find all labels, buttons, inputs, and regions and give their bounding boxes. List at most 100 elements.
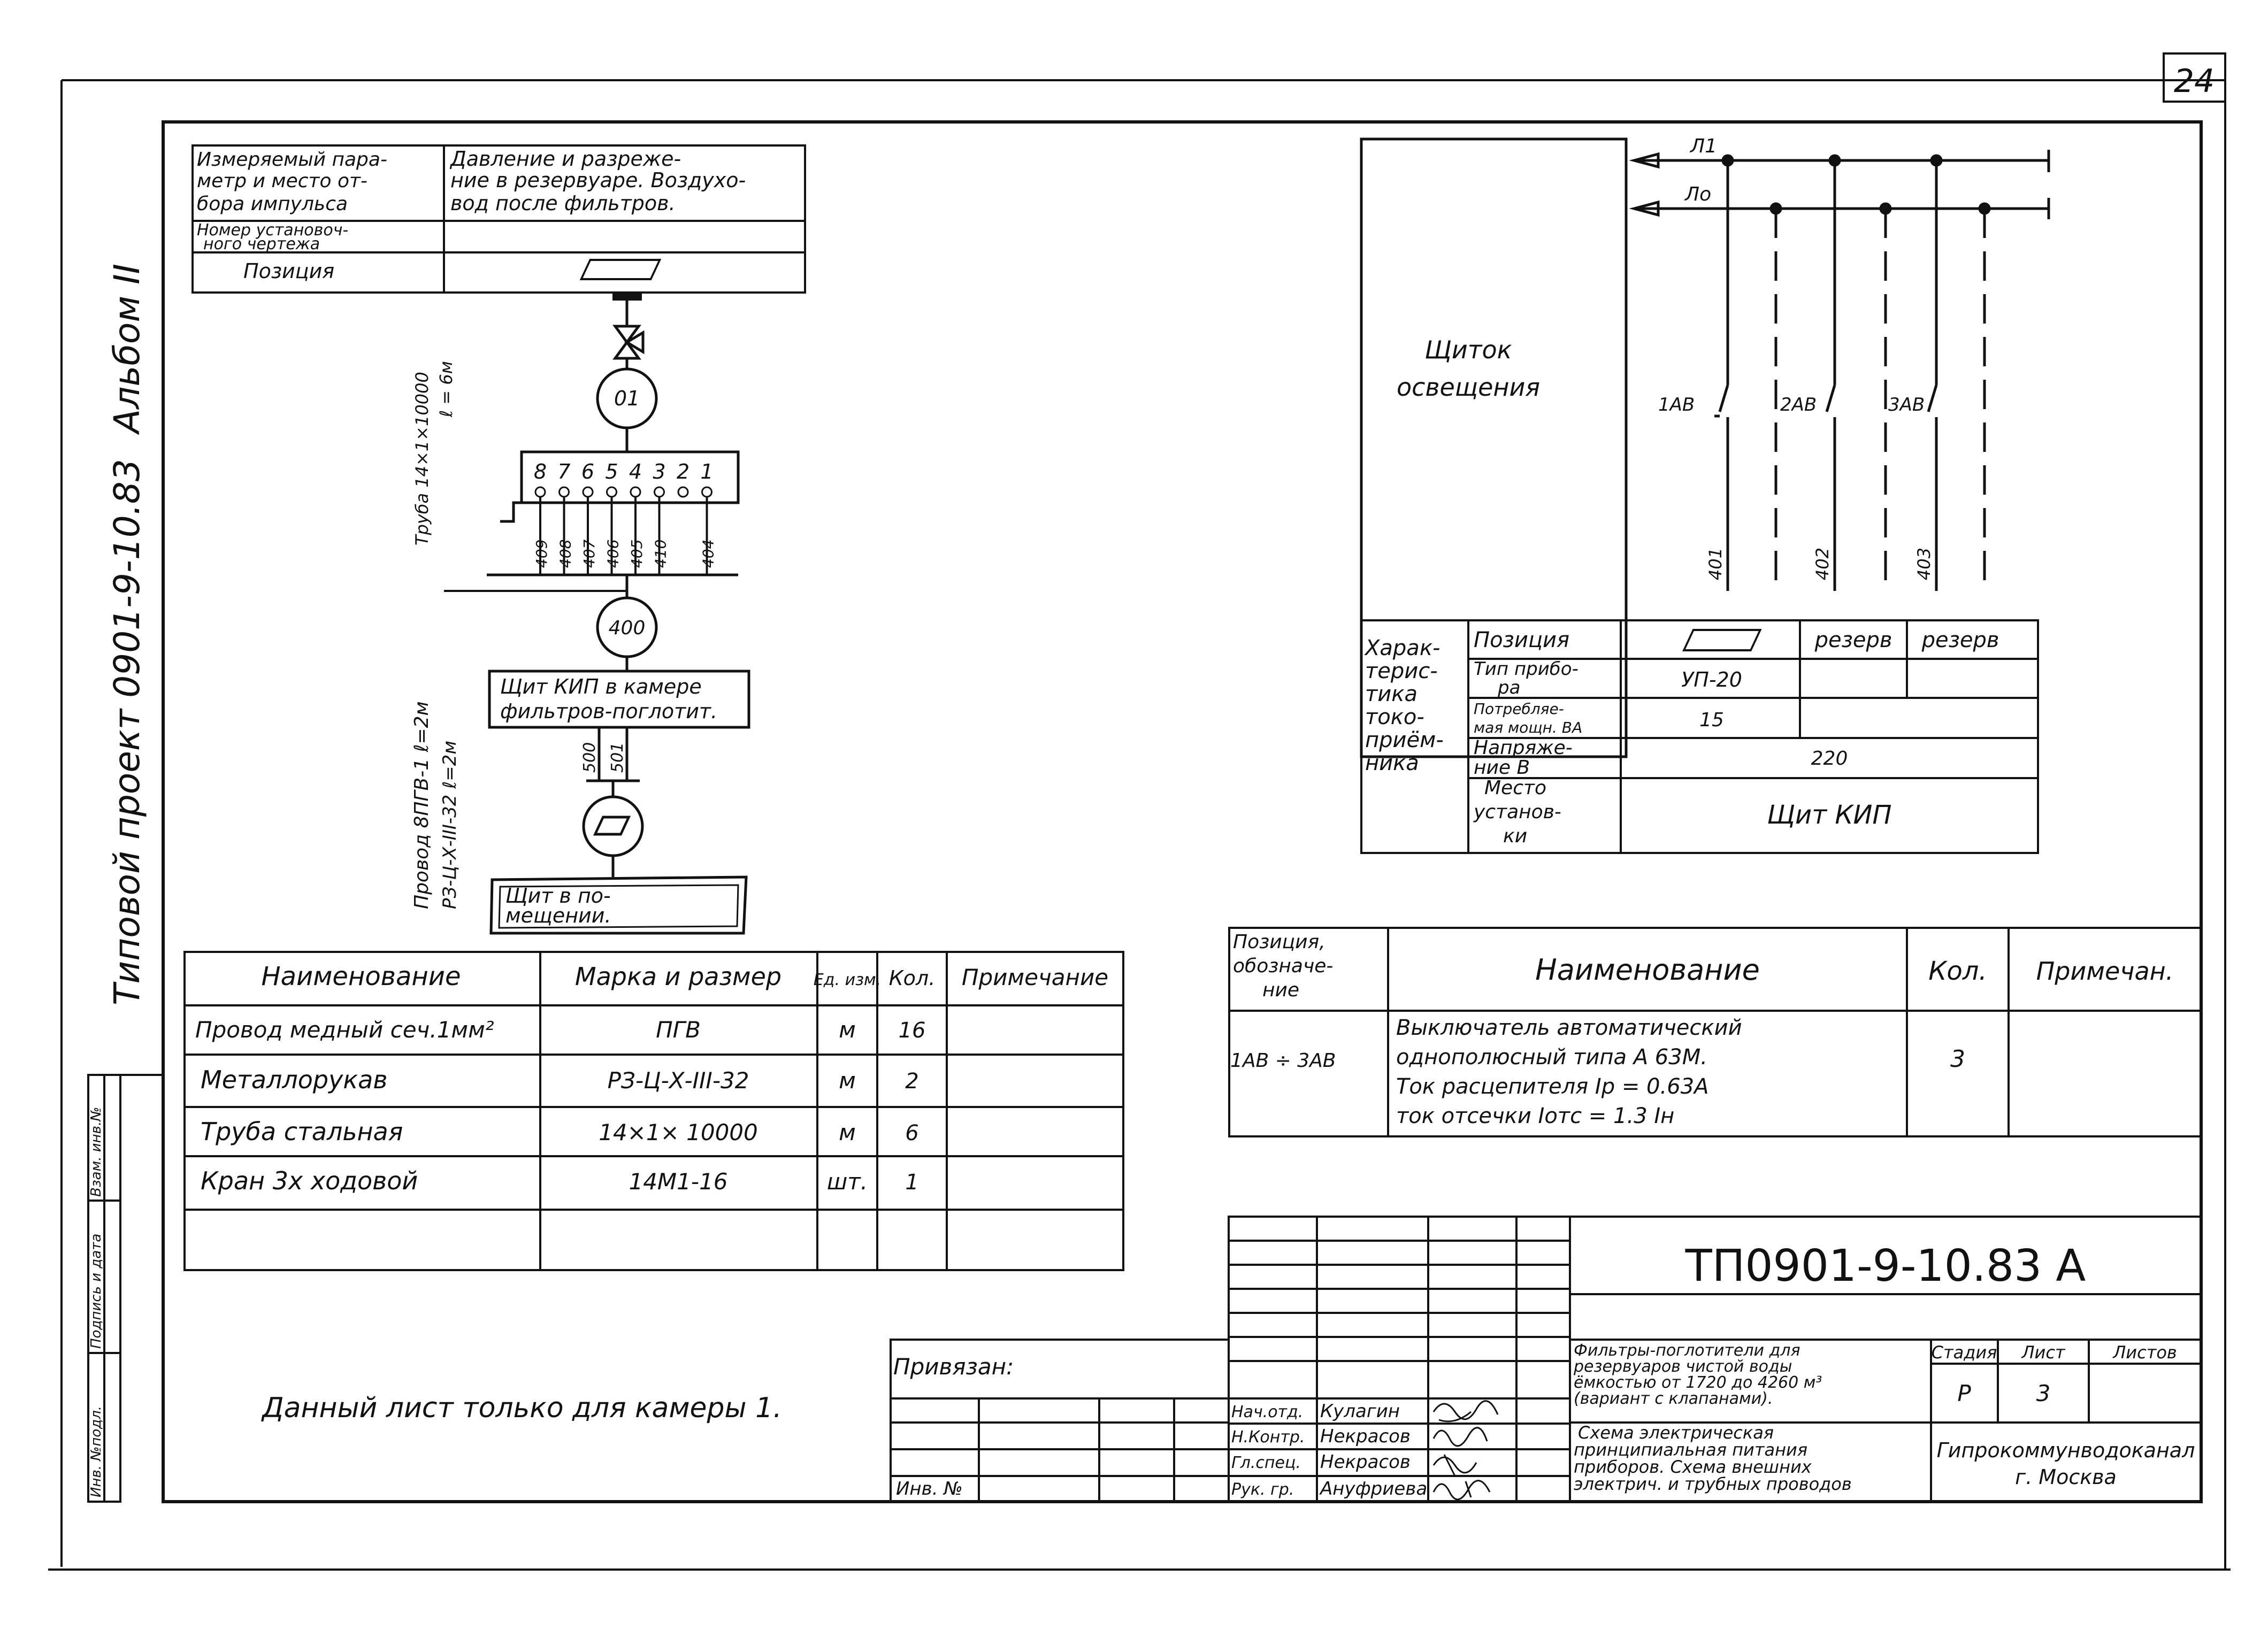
project-number: Типовой проект 0901-9-10.83 [106,459,148,1005]
pipe-label-line1: Труба 14×1×10000 [412,372,432,545]
equipment-position: 1АВ ÷ 3АВ [1230,1050,1336,1072]
side-field-signature: Подпись и дата [88,1234,104,1349]
type-value: УП-20 [1681,668,1742,691]
materials-row-name: Труба стальная [201,1117,403,1146]
terminal-pin [677,486,689,498]
stamp-name-2: Некрасов [1320,1426,1411,1447]
row-voltage-label: Напряже-ние В [1474,737,1573,779]
materials-header-unit: Ед. изм. [814,971,881,989]
terminal-pin [558,486,570,498]
materials-row-mark: 14×1× 10000 [599,1119,758,1145]
equipment-table [1228,927,2202,1137]
binding-label: Привязан: [893,1354,1014,1380]
side-stamp [87,1074,163,1503]
wire-number: 501 [608,742,627,773]
terminal-number: 7 [557,460,570,483]
materials-row: Провод медный сеч.1мм² ПГВ м 16 [195,1017,925,1043]
row-position-label: Позиция [1474,628,1569,652]
sheet-number: 24 [2174,63,2215,100]
place-value: Щит КИП [1767,800,1892,830]
materials-header-mark: Марка и размер [575,962,781,991]
wire-number: 409 [533,540,550,568]
materials-row: Металлорукав РЗ-Ц-Х-III-32 м 2 [201,1065,919,1094]
impulse-param-label: Измеряемый пара-метр и место от-бора имп… [197,149,387,215]
materials-row-unit: м [839,1119,856,1145]
junction-label: 400 [609,617,646,639]
materials-row-mark: 14М1-16 [629,1168,727,1195]
equipment-qty: 3 [1950,1045,1965,1073]
reserve-1: резерв [1814,628,1892,652]
sheets-header: Листов [2112,1342,2177,1363]
materials-row-qty: 16 [899,1018,926,1043]
signature-marks [1432,1400,1499,1501]
wire-number: 407 [580,539,598,568]
title-block [1228,1216,2202,1503]
materials-row-name: Кран 3х ходовой [201,1166,418,1195]
materials-row-mark: РЗ-Ц-Х-III-32 [608,1067,749,1094]
terminal-pin [582,486,594,498]
consumer-table [1360,619,2039,854]
terminal-number: 2 [677,460,689,483]
stamp-role-4: Рук. гр. [1231,1480,1294,1499]
bus-l0-label: Ло [1684,183,1711,205]
materials-header-name: Наименование [261,962,461,991]
wire-number: 408 [557,540,574,568]
stage-value: Р [1957,1380,1971,1406]
terminal-number: 8 [534,460,547,483]
wire-number: 404 [700,540,717,568]
stamp-name-4: Ануфриева [1319,1478,1427,1500]
lighting-panel [1360,137,2050,758]
materials-row-unit: м [839,1067,856,1094]
side-field-inv: Инв. №подл. [88,1406,104,1497]
materials-row-unit: шт. [827,1168,868,1195]
voltage-value: 220 [1811,748,1848,770]
terminal-number: 5 [605,460,618,483]
reserve-2: резерв [1921,628,1999,652]
materials-row-mark: ПГВ [656,1017,701,1043]
room-panel-label: Щит в по-мещении. [505,884,611,927]
sheet-note: Данный лист только для камеры 1. [261,1392,782,1424]
impulse-line-diagram [444,293,750,935]
breaker-2-label: 2АВ [1780,394,1817,416]
impulse-param-value: Давление и разреже-ние в резервуаре. Воз… [449,147,746,215]
wire-number: 410 [652,540,670,568]
materials-header-note: Примечание [962,964,1108,990]
materials-table [183,951,1124,1271]
materials-row: Кран 3х ходовой 14М1-16 шт. 1 [201,1166,919,1195]
terminal-pin [701,486,712,498]
terminal-number: 1 [700,460,713,483]
document-code: ТП0901-9-10.83 А [1685,1241,2086,1291]
sensor-label: 01 [614,387,640,410]
bus-l1-label: Л1 [1689,135,1717,157]
breaker-3-label: 3АВ [1888,394,1925,416]
materials-row-name: Провод медный сеч.1мм² [195,1017,494,1043]
stage-header: Стадия [1932,1342,1997,1363]
equipment-header-pos: Позиция,обозначе-ние [1233,931,1333,1001]
pipe-label-line2: ℓ = 6м [436,361,456,418]
impulse-position-label: Позиция [243,259,334,283]
equipment-header-qty: Кол. [1928,956,1987,986]
materials-row: Труба стальная 14×1× 10000 м 6 [201,1117,919,1146]
terminal-number: 3 [653,460,665,483]
sheet-header: Лист [2021,1342,2065,1363]
album-label: Альбом II [106,264,148,435]
materials-row-qty: 2 [905,1069,918,1094]
equipment-header-note: Примечан. [2036,957,2174,986]
binding-inv: Инв. № [896,1478,963,1500]
materials-row-qty: 1 [905,1170,918,1195]
materials-row-name: Металлорукав [201,1065,387,1094]
materials-row-qty: 6 [905,1121,918,1145]
impulse-table [191,144,806,294]
circuit-401-label: 401 [1705,548,1726,580]
terminal-pin [630,486,641,498]
terminal-number: 6 [581,460,594,483]
materials-header-qty: Кол. [889,966,936,990]
